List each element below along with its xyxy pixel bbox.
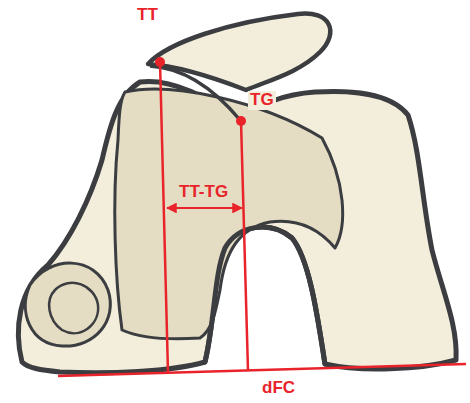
point-label: TT [135, 6, 160, 25]
notch-outline [205, 227, 325, 364]
trochlea-line [150, 66, 240, 120]
femur-outline [18, 81, 456, 372]
tg-line [241, 121, 248, 371]
point-label: TG [248, 91, 276, 110]
tt-tg-arrow [167, 207, 242, 209]
tt-point [155, 57, 165, 67]
tt-line [160, 62, 168, 373]
line-label: dFC [260, 379, 297, 398]
tg-point [236, 116, 246, 126]
tibia-projection [115, 89, 343, 338]
dfc-line [58, 364, 466, 376]
patella-outline [148, 14, 330, 90]
distance-label: TT-TG [177, 183, 230, 202]
fibula-outline [25, 263, 110, 346]
fibula-inner [49, 283, 98, 333]
